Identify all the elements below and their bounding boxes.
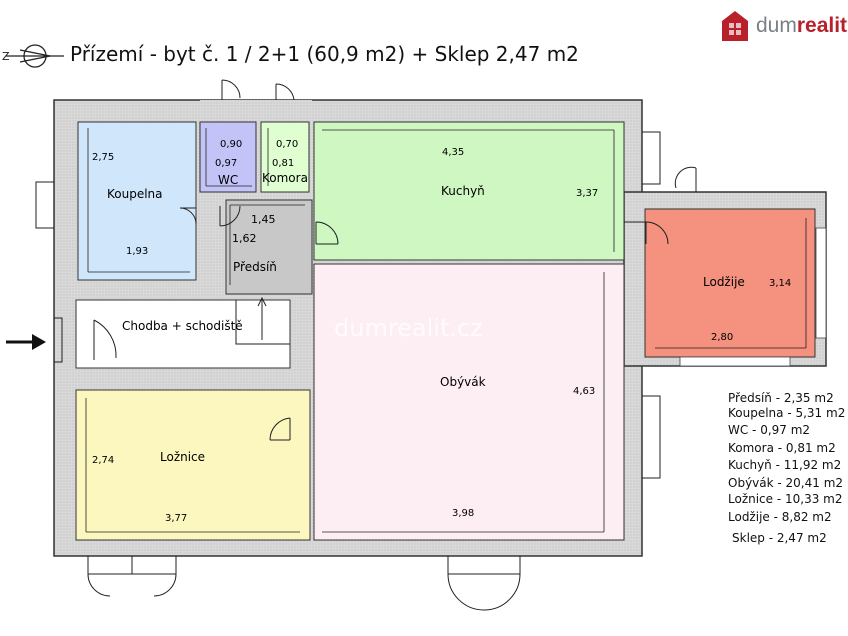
legend-item: Předsíň - 2,35 m2 <box>728 391 834 405</box>
north-arrow-icon: Z <box>2 44 64 68</box>
room-wc <box>199 121 257 193</box>
dim-obyvak-h: 4,63 <box>573 386 595 397</box>
page-title: Přízemí - byt č. 1 / 2+1 (60,9 m2) + Skl… <box>70 42 579 66</box>
legend-item: Kuchyň - 11,92 m2 <box>728 458 842 472</box>
dim-koupelna-w: 1,93 <box>126 246 148 257</box>
brand-logo: dumrealit.c <box>720 6 848 46</box>
lodzije-wall <box>623 191 827 367</box>
dimension-lines <box>85 128 807 533</box>
svg-text:Z: Z <box>2 50 10 63</box>
label-kuchyn: Kuchyň <box>441 184 485 198</box>
room-loznice <box>75 389 311 541</box>
label-predsin: Předsíň <box>233 260 277 274</box>
windows <box>679 227 827 367</box>
dim-predsin-w: 1,45 <box>251 213 276 226</box>
room-komora <box>260 121 310 193</box>
dim-predsin-h: 1,62 <box>232 232 257 245</box>
outer-wall <box>53 99 643 557</box>
house-logo-icon <box>722 11 748 41</box>
dim-obyvak-w: 3,98 <box>452 508 474 519</box>
brand-text: dumrealit.c <box>756 14 848 37</box>
label-chodba: Chodba + schodiště <box>122 319 243 333</box>
label-koupelna: Koupelna <box>107 187 163 201</box>
dim-komora-h: 0,81 <box>272 158 294 169</box>
doors <box>35 79 697 611</box>
stairs-arrow-icon <box>257 296 267 307</box>
dim-koupelna-h: 2,75 <box>92 152 114 163</box>
dim-kuchyn-h: 3,37 <box>576 188 598 199</box>
room-kuchyn <box>313 121 625 261</box>
legend-item: Lodžije - 8,82 m2 <box>728 510 832 524</box>
dim-lodzije-h: 3,14 <box>769 278 791 289</box>
dim-wc-h: 0,97 <box>215 158 237 169</box>
label-lodzije: Lodžije <box>703 275 745 289</box>
room-lodzije <box>644 208 816 358</box>
legend-item: Obývák - 20,41 m2 <box>728 476 844 490</box>
room-obyvak <box>313 263 625 541</box>
room-koupelna <box>77 121 197 281</box>
legend-item: Ložnice - 10,33 m2 <box>728 492 843 506</box>
legend-item: Sklep - 2,47 m2 <box>732 531 827 545</box>
dim-loznice-w: 3,77 <box>165 513 187 524</box>
watermark: dumrealit.cz <box>334 314 483 342</box>
legend-item: Koupelna - 5,31 m2 <box>728 406 846 420</box>
legend-item: Komora - 0,81 m2 <box>728 441 836 455</box>
label-wc: WC <box>218 173 238 187</box>
label-loznice: Ložnice <box>160 450 205 464</box>
legend-item: WC - 0,97 m2 <box>728 423 811 437</box>
dim-wc-w: 0,90 <box>220 139 242 150</box>
dim-lodzije-w: 2,80 <box>711 332 733 343</box>
dim-loznice-h: 2,74 <box>92 455 114 466</box>
dim-komora-w: 0,70 <box>276 139 298 150</box>
label-obyvak: Obývák <box>440 375 486 389</box>
room-predsin <box>225 199 313 295</box>
entrance-arrow-icon <box>6 334 46 350</box>
room-chodba <box>75 299 291 369</box>
dim-kuchyn-w: 4,35 <box>442 147 464 158</box>
label-komora: Komora <box>262 171 308 185</box>
